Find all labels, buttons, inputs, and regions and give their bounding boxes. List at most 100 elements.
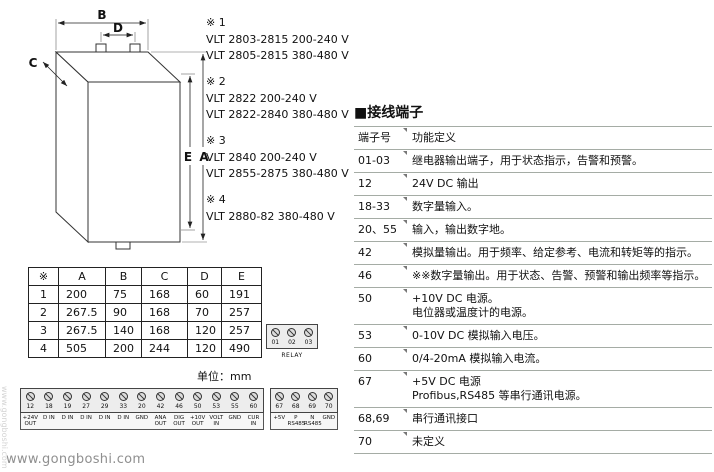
terminal-number-cell: 53: [354, 324, 408, 348]
model-line: VLT 2822-2840 380-480 V: [206, 108, 349, 121]
dim-label-d: D: [113, 21, 123, 35]
corner-mark-icon: [403, 266, 407, 270]
terminal: 20: [133, 389, 152, 412]
dim-cell: 60: [187, 285, 222, 304]
note-group: ※ 4 VLT 2880-82 380-480 V: [206, 193, 356, 225]
control-strip-box: 12 18 19 27 29 33 20 42 46 50 53 55 60: [20, 388, 264, 413]
table-header-row: 端子号 功能定义: [354, 126, 712, 150]
terminal: 53: [207, 389, 226, 412]
dim-cell: 70: [187, 303, 222, 322]
terminal: 02: [284, 325, 301, 348]
table-row: 50 +10V DC 电源。 电位器或温度计的电源。: [354, 287, 712, 325]
note-mark: ※ 2: [206, 75, 226, 88]
terminal-number: 69: [308, 403, 317, 410]
terminal-function-cell: 0/4-20mA 模拟输入电流。: [408, 347, 712, 371]
dim-cell: 257: [221, 321, 262, 340]
terminal-number-cell: 67: [354, 370, 408, 408]
dim-cell: 3: [28, 321, 59, 340]
terminal-label: P RS485: [287, 415, 306, 427]
dim-cell: 75: [105, 285, 142, 304]
dim-cell: 168: [141, 303, 188, 322]
screw-icon: [307, 392, 317, 401]
table-row: 53 0-10V DC 模拟输入电压。: [354, 324, 712, 348]
note-mark: ※ 4: [206, 193, 226, 206]
terminal-function-cell: 继电器输出端子，用于状态指示，告警和预警。: [408, 149, 712, 173]
terminal-function-table: 端子号 功能定义 01-03 继电器输出端子，用于状态指示，告警和预警。 12 …: [354, 126, 712, 454]
terminal-label: VOLT IN: [209, 415, 224, 427]
table-row: 67 +5V DC 电源 Profibus,RS485 等串行通讯电源。: [354, 370, 712, 408]
corner-mark-icon: [403, 174, 407, 178]
model-line: VLT 2880-82 380-480 V: [206, 210, 335, 223]
relay-terminal-strip: 01 02 03 RELAY: [266, 324, 318, 359]
dim-col-header: ※: [28, 267, 59, 286]
corner-mark-icon: [403, 128, 407, 132]
model-line: VLT 2805-2815 380-480 V: [206, 49, 349, 62]
terminal-label: N RS485: [304, 415, 322, 427]
terminal-number-cell: 46: [354, 264, 408, 288]
note-group: ※ 3 VLT 2840 200-240 V VLT 2855-2875 380…: [206, 134, 356, 182]
terminal-function-cell: 输入，输出数字地。: [408, 218, 712, 242]
model-line: VLT 2822 200-240 V: [206, 92, 317, 105]
table-row: 68,69 串行通讯接口: [354, 407, 712, 431]
terminal-label: D IN: [80, 415, 92, 421]
note-group: ※ 2 VLT 2822 200-240 V VLT 2822-2840 380…: [206, 75, 356, 123]
terminal-label: +5V: [273, 415, 286, 421]
terminal-function-cell: 24V DC 输出: [408, 172, 712, 196]
screw-icon: [81, 392, 91, 401]
control-terminal-strip: 12 18 19 27 29 33 20 42 46 50 53 55 60 +…: [20, 388, 264, 430]
terminal-number-cell: 20、55: [354, 218, 408, 242]
screw-icon: [287, 328, 297, 337]
terminal-label: D IN: [98, 415, 111, 421]
relay-strip-box: 01 02 03: [266, 324, 318, 349]
screw-icon: [230, 392, 240, 401]
table-row: 20、55 输入，输出数字地。: [354, 218, 712, 242]
table-row: 2 267.5 90 168 70 257: [28, 303, 262, 322]
terminal-label: D IN: [117, 415, 130, 421]
dim-label-a: A: [199, 150, 209, 164]
terminal-label: CUR IN: [247, 415, 260, 427]
table-row: 01-03 继电器输出端子，用于状态指示，告警和预警。: [354, 149, 712, 173]
dim-cell: 168: [141, 321, 188, 340]
terminal-label: GND: [228, 415, 242, 421]
terminal: 12: [21, 389, 40, 412]
terminal-function-cell: ※※数字量输出。用于状态、告警、预警和输出频率等指示。: [408, 264, 712, 288]
dim-col-header: A: [58, 267, 106, 286]
terminal-number-cell: 68,69: [354, 407, 408, 431]
terminal-number: 33: [119, 403, 128, 410]
terminal: 29: [95, 389, 114, 412]
note-mark: ※ 3: [206, 134, 226, 147]
terminal-label: D IN: [61, 415, 74, 421]
terminal: 03: [300, 325, 317, 348]
dim-cell: 191: [221, 285, 262, 304]
terminal-number-cell: 60: [354, 347, 408, 371]
comm-strip-box: 67 68 69 70: [270, 388, 338, 413]
terminal-number: 29: [100, 403, 109, 410]
terminal-number: 55: [231, 403, 239, 410]
note-mark: ※ 1: [206, 16, 226, 29]
terminal: 33: [114, 389, 133, 412]
table-row: 1 200 75 168 60 191: [28, 285, 262, 304]
dim-cell: 267.5: [58, 303, 106, 322]
terminal: 67: [271, 389, 288, 412]
corner-mark-icon: [403, 151, 407, 155]
terminal-function-cell: 0-10V DC 模拟输入电压。: [408, 324, 712, 348]
terminal-number: 42: [156, 403, 165, 410]
terminal-number: 19: [63, 403, 72, 410]
corner-mark-icon: [403, 197, 407, 201]
screw-icon: [25, 392, 35, 401]
model-line: VLT 2803-2815 200-240 V: [206, 33, 349, 46]
terminal: 55: [226, 389, 245, 412]
table-header-row: ※ A B C D E: [28, 267, 262, 286]
screw-icon: [44, 392, 54, 401]
terminal-number: 50: [193, 403, 202, 410]
terminal-number-cell: 01-03: [354, 149, 408, 173]
terminal-number: 18: [45, 403, 53, 410]
dim-cell: 120: [187, 339, 222, 358]
terminal: 46: [170, 389, 189, 412]
dimension-drawing: B D C E A: [29, 8, 209, 250]
terminal-number: 20: [138, 403, 146, 410]
table-row: 60 0/4-20mA 模拟输入电流。: [354, 347, 712, 371]
corner-mark-icon: [403, 372, 407, 376]
corner-mark-icon: [403, 349, 407, 353]
